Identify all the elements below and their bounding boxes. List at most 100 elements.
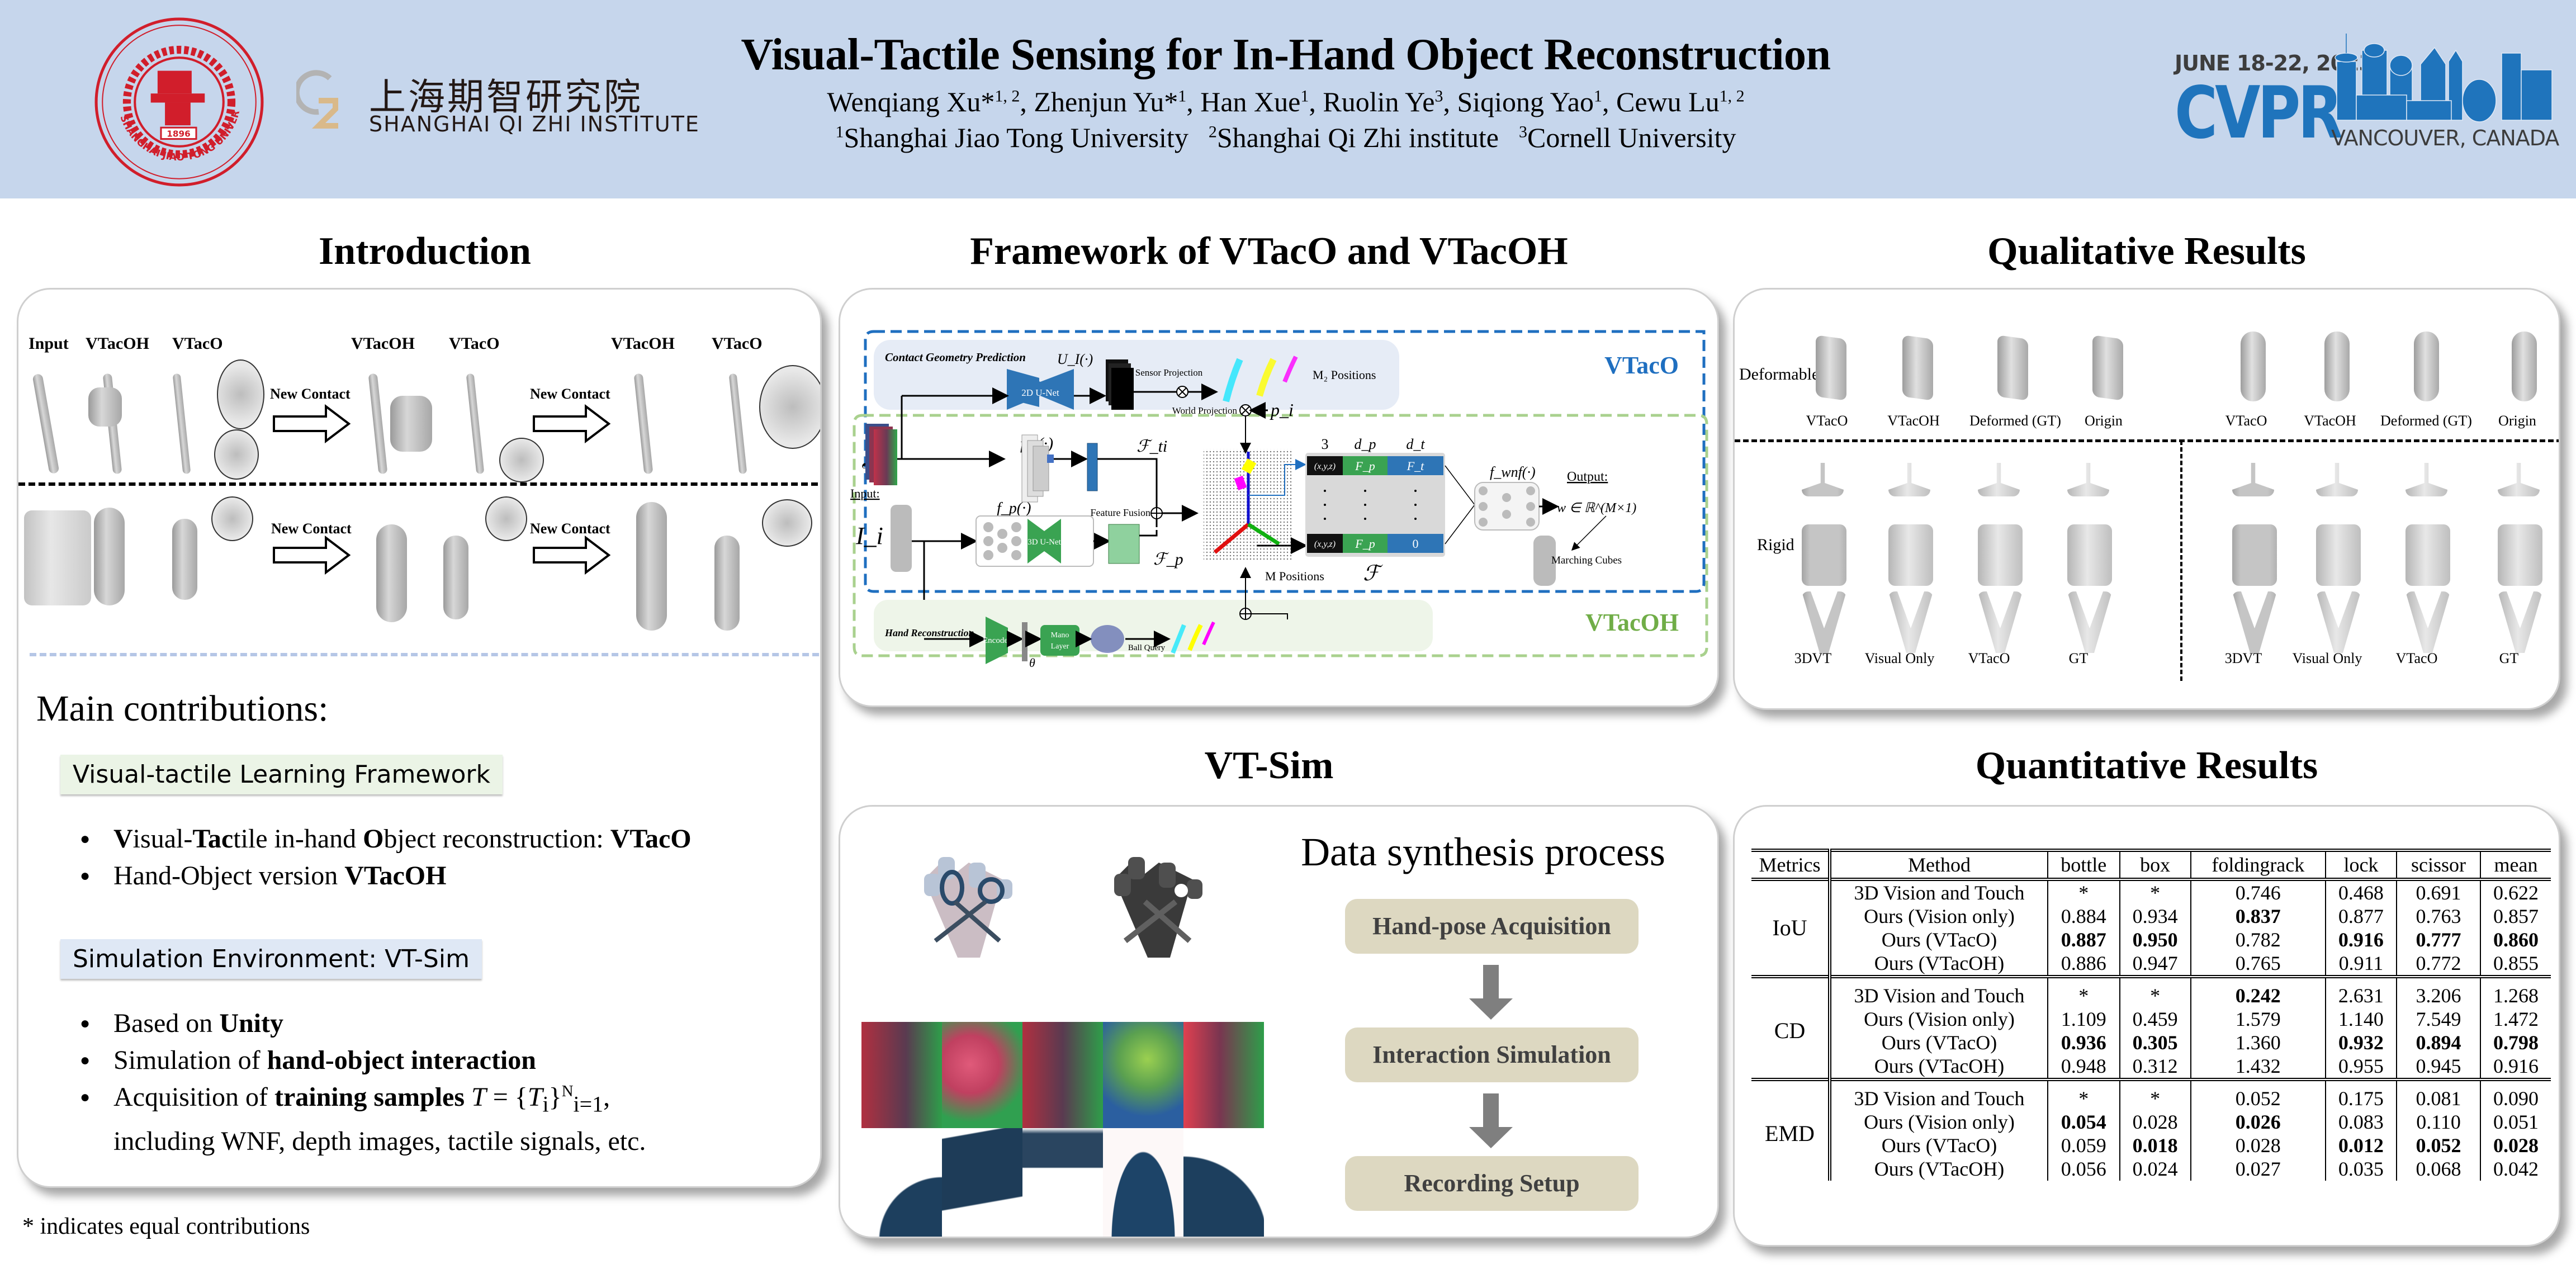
affiliation-mark: 3 — [1518, 122, 1527, 141]
svg-text:3D U-Net: 3D U-Net — [1027, 538, 1061, 547]
best-value: 0.916 — [2338, 929, 2384, 951]
rigid-result-shape-hanger — [1978, 463, 2020, 496]
tactile-image — [942, 1022, 1022, 1128]
svg-text:f_p(·): f_p(·) — [997, 500, 1031, 517]
value-cell: 0.934 — [2119, 905, 2191, 928]
new-contact-label: New Contact — [530, 520, 610, 537]
value-cell: * — [2119, 879, 2191, 905]
value-cell: 0.018 — [2119, 1134, 2191, 1157]
bullet-bold-text: Tac — [192, 824, 234, 854]
value-cell: 0.837 — [2190, 905, 2326, 928]
title-block: Visual-Tactile Sensing for In-Hand Objec… — [671, 28, 1901, 155]
bottle-vtacoh-shape — [94, 508, 125, 605]
bullet-bold-text: Unity — [219, 1008, 283, 1038]
bottle-input-shape — [24, 510, 91, 605]
deformable-result-shape — [1997, 335, 2028, 401]
new-contact-label: New Contact — [530, 386, 610, 402]
rigid-result-shape-scissors — [1802, 591, 1846, 653]
sjtu-logo-icon: 1896 SHANGHAI JIAO TONG UNIVERSITY — [94, 17, 264, 187]
svg-text:d_p: d_p — [1355, 436, 1376, 452]
new-contact-label: New Contact — [270, 386, 351, 402]
deformable-result-shape — [1902, 335, 1933, 401]
unet2d-shape — [1007, 369, 1074, 410]
down-arrow-icon — [1469, 1093, 1513, 1148]
value-cell: 7.549 — [2396, 1007, 2481, 1031]
hanger-vtacoh-shape — [368, 373, 388, 475]
value-cell: 0.028 — [2480, 1134, 2551, 1157]
value-cell: 0.056 — [2047, 1157, 2120, 1181]
bullet-text: Acquisition of — [113, 1082, 274, 1112]
sensor-view-image — [1103, 1128, 1183, 1237]
unet2d-function: U_I(·) — [1057, 351, 1093, 367]
value-cell: 0.305 — [2119, 1031, 2191, 1054]
svg-text:Layer: Layer — [1051, 642, 1069, 651]
author-affiliation-mark: 1, 2 — [995, 87, 1020, 106]
bullet-item: Hand-Object version VTacOH — [80, 858, 692, 894]
qualitative-column-label: Origin — [2085, 413, 2123, 429]
rigid-result-shape-scissors — [2067, 591, 2112, 653]
tactile-encoder-layers — [1033, 446, 1049, 491]
bullet-subscript: i=1 — [573, 1091, 604, 1117]
value-cell: 0.855 — [2480, 951, 2551, 977]
value-cell: 0.763 — [2396, 905, 2481, 928]
vtaco-boundary — [864, 330, 1706, 593]
value-cell: 0.027 — [2190, 1157, 2326, 1181]
best-value: 0.887 — [2061, 929, 2106, 951]
svg-text:(x,y,z): (x,y,z) — [1314, 539, 1336, 549]
affiliation-mark: 1 — [835, 122, 844, 141]
sensor-view-image — [1022, 1128, 1103, 1237]
value-cell: 0.068 — [2396, 1157, 2481, 1181]
qualitative-column-label: 3DVT — [2224, 650, 2262, 666]
contact-geometry-label: Contact Geometry Prediction — [885, 351, 1026, 364]
cvpr-name: CVPR — [2175, 72, 2343, 155]
framework-tag: Visual-tactile Learning Framework — [60, 755, 503, 794]
method-cell: Ours (Vision only) — [1828, 905, 2048, 928]
feature-table: (x,y,z) F_p F_t (x,y,z) F_p 0 3 d_p d_t … — [1305, 436, 1445, 585]
best-value: 0.777 — [2416, 929, 2461, 951]
best-value: 0.052 — [2416, 1134, 2461, 1157]
qizhi-logo: 上海期智研究院 SHANGHAI QI ZHI INSTITUTE — [296, 67, 699, 140]
rigid-result-shape-scissors — [2316, 591, 2361, 653]
value-cell: 1.109 — [2047, 1007, 2120, 1031]
value-cell: 0.459 — [2119, 1007, 2191, 1031]
deformable-result-shape — [2414, 332, 2439, 401]
vtacoh-label: VTacOH — [1585, 609, 1679, 636]
svg-text:d_t: d_t — [1406, 436, 1425, 452]
best-value: 0.936 — [2061, 1031, 2106, 1054]
affiliation: 1Shanghai Jiao Tong University — [835, 122, 1188, 153]
bottle-vtacoh-shape — [636, 502, 667, 631]
hanger-vtaco-shape — [728, 373, 747, 475]
svg-text:Encoder: Encoder — [983, 636, 1011, 645]
best-value: 0.950 — [2132, 929, 2178, 951]
tactile-image-strip — [861, 1022, 1264, 1128]
figure-divider — [18, 482, 818, 486]
deformable-result-shape — [2324, 332, 2350, 401]
bottle-vtaco-shape — [172, 519, 197, 600]
depth-hand-scissors-image — [1114, 857, 1202, 958]
qualitative-column-label: Deformed (GT) — [2380, 413, 2472, 429]
sensor-view-image — [942, 1128, 1022, 1237]
bottle-vtacoh-shape — [376, 524, 407, 622]
metric-cell: EMD — [1765, 1121, 1815, 1146]
feature-volume-icon — [1108, 524, 1140, 564]
bullet-text: isual- — [132, 824, 193, 854]
value-cell: 0.090 — [2480, 1079, 2551, 1110]
qualitative-column-label: GT — [2068, 650, 2089, 666]
value-cell: 1.268 — [2480, 977, 2551, 1007]
simulation-tag: Simulation Environment: VT-Sim — [60, 939, 482, 979]
bullet-bold-text: V — [113, 824, 133, 854]
best-value: 0.798 — [2493, 1031, 2539, 1054]
framework-panel: Contact Geometry Prediction U_I(·) 2D U-… — [839, 288, 1719, 707]
value-cell: 0.947 — [2119, 951, 2191, 977]
rigid-row-label: Rigid — [1757, 536, 1794, 554]
svg-text:p_i: p_i — [1270, 400, 1294, 420]
process-step-recording: Recording Setup — [1345, 1156, 1639, 1211]
theta-params — [1022, 622, 1027, 661]
vancouver-skyline-icon — [2334, 34, 2553, 122]
svg-text:θ: θ — [1029, 656, 1035, 670]
